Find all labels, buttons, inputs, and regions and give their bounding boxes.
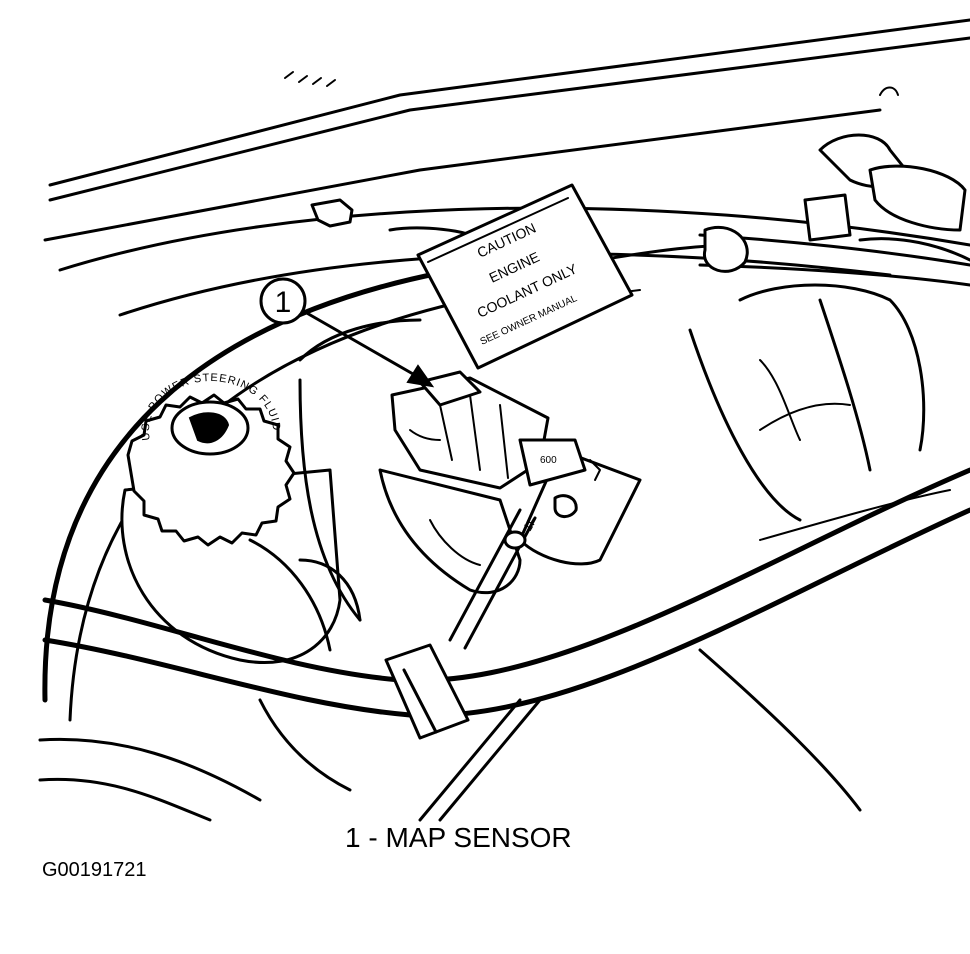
linkage-rod (448, 508, 537, 650)
figure-caption: 1 - MAP SENSOR (345, 822, 572, 853)
coolant-caution-label: CAUTION ENGINE COOLANT ONLY SEE OWNER MA… (416, 183, 634, 370)
intake-manifold (688, 225, 970, 522)
connector-marking: 600 (540, 455, 557, 466)
lower-structure (38, 648, 862, 822)
callout-1: 1 (259, 277, 435, 388)
figure-id: G00191721 (42, 859, 147, 881)
power-steering-reservoir (120, 393, 362, 665)
callout-1-leader (303, 310, 422, 380)
map-sensor: 600 1F (390, 370, 601, 534)
sensor-marking: 1F (520, 514, 539, 533)
upper-right-hoses (803, 86, 970, 262)
callout-1-number: 1 (275, 286, 292, 319)
callout-1-circle (259, 277, 307, 325)
retaining-clip (310, 198, 354, 228)
hood-edge (43, 18, 970, 242)
hose-clamp (384, 643, 470, 740)
callout-1-arrowhead (406, 364, 435, 388)
